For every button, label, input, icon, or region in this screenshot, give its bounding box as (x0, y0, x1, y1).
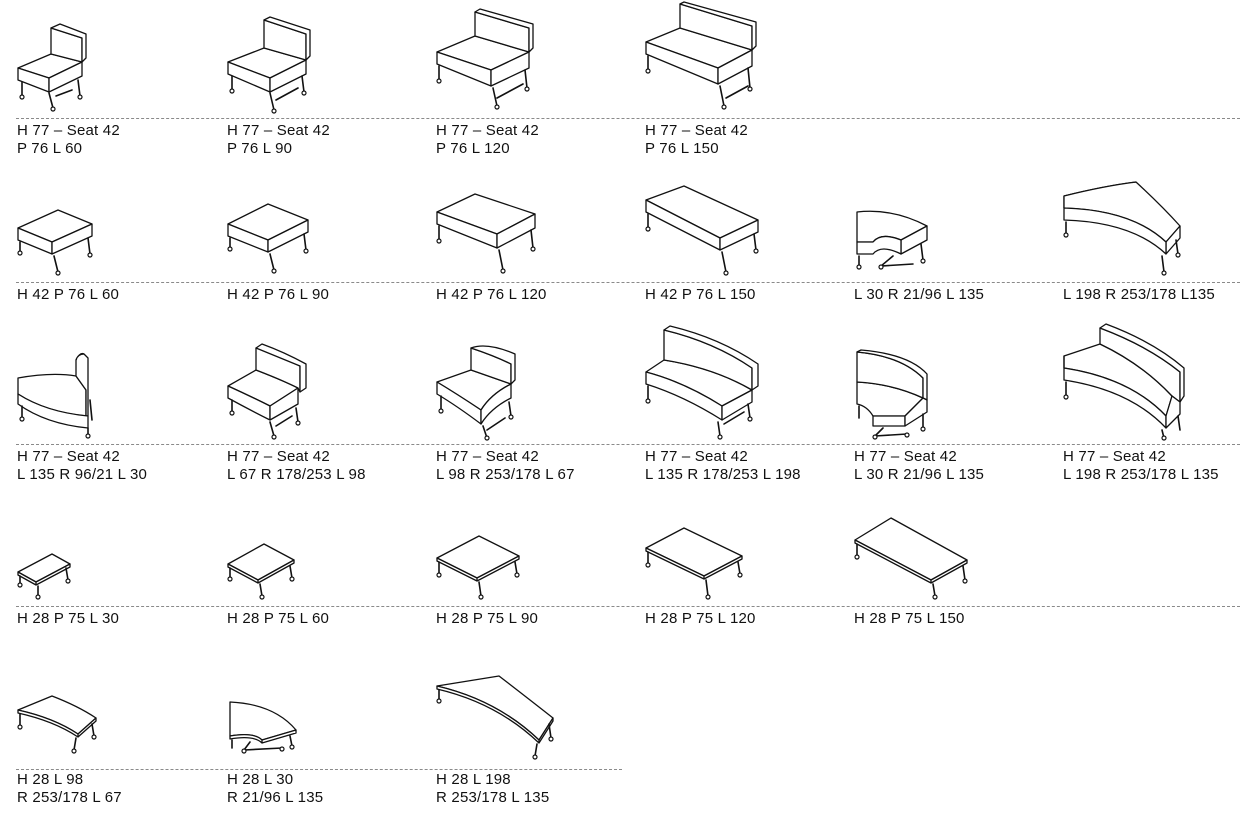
caption-line-2: P 76 L 90 (227, 140, 293, 157)
bench-drawing (17, 209, 93, 276)
caption-line-2: P 76 L 60 (17, 140, 83, 157)
caption-line-1: L 30 R 21/96 L 135 (854, 286, 985, 303)
chair-drawing (17, 23, 87, 112)
caption-line-1: H 28 P 75 L 150 (854, 610, 965, 627)
table-drawing (17, 695, 97, 754)
sofa-drawing (227, 16, 311, 114)
caption-line-1: L 198 R 253/178 L135 (1063, 286, 1215, 303)
caption-line-1: H 77 – Seat 42 (1063, 448, 1166, 465)
caption-line-2: L 135 R 96/21 L 30 (17, 466, 148, 483)
caption-line-1: H 28 P 75 L 120 (645, 610, 756, 627)
caption-line-2: R 253/178 L 67 (17, 789, 122, 806)
row-divider (16, 282, 1240, 283)
caption-line-1: H 77 – Seat 42 (436, 448, 539, 465)
bench-drawing (645, 185, 759, 276)
caption-line-2: L 198 R 253/178 L 135 (1063, 466, 1219, 483)
caption-line-2: P 76 L 120 (436, 140, 510, 157)
caption-line-2: L 135 R 178/253 L 198 (645, 466, 801, 483)
row-divider (16, 606, 1240, 607)
table-drawing (227, 543, 295, 600)
caption-line-1: H 28 P 75 L 30 (17, 610, 120, 627)
row-divider (16, 118, 1240, 119)
caption-line-2: R 253/178 L 135 (436, 789, 550, 806)
caption-line-1: H 77 – Seat 42 (645, 448, 748, 465)
bench-drawing (227, 203, 309, 274)
caption-line-2: L 30 R 21/96 L 135 (854, 466, 985, 483)
bench-drawing (436, 193, 536, 274)
row-divider (16, 444, 1240, 445)
seat-drawing (856, 349, 928, 440)
table-drawing (436, 535, 520, 600)
seat-drawing (436, 345, 516, 441)
row-divider (16, 769, 622, 770)
bench-drawing (1063, 181, 1181, 276)
caption-line-1: H 28 P 75 L 60 (227, 610, 330, 627)
table-drawing (436, 675, 554, 760)
seat-drawing (1063, 323, 1185, 441)
caption-line-2: L 67 R 178/253 L 98 (227, 466, 366, 483)
caption-line-1: H 77 – Seat 42 (436, 122, 539, 139)
sofa-drawing (436, 8, 534, 110)
caption-line-1: H 42 P 76 L 150 (645, 286, 756, 303)
table-drawing (17, 553, 71, 600)
caption-line-1: H 28 L 98 (17, 771, 84, 788)
caption-line-1: H 28 L 30 (227, 771, 294, 788)
caption-line-1: H 77 – Seat 42 (645, 122, 748, 139)
caption-line-1: H 42 P 76 L 60 (17, 286, 120, 303)
caption-line-1: H 77 – Seat 42 (17, 122, 120, 139)
caption-line-1: H 42 P 76 L 90 (227, 286, 330, 303)
caption-line-2: R 21/96 L 135 (227, 789, 324, 806)
seat-drawing (227, 343, 307, 440)
caption-line-1: H 77 – Seat 42 (17, 448, 120, 465)
seat-drawing (645, 325, 759, 440)
caption-line-1: H 28 L 198 (436, 771, 511, 788)
table-drawing (229, 701, 297, 754)
bench-drawing (856, 210, 928, 270)
seat-drawing (17, 352, 93, 439)
caption-line-1: H 77 – Seat 42 (854, 448, 957, 465)
table-drawing (645, 527, 743, 600)
caption-line-2: P 76 L 150 (645, 140, 719, 157)
caption-line-1: H 28 P 75 L 90 (436, 610, 539, 627)
caption-line-1: H 77 – Seat 42 (227, 122, 330, 139)
caption-line-2: L 98 R 253/178 L 67 (436, 466, 575, 483)
caption-line-1: H 42 P 76 L 120 (436, 286, 547, 303)
sofa-drawing (645, 1, 757, 110)
table-drawing (854, 517, 968, 600)
caption-line-1: H 77 – Seat 42 (227, 448, 330, 465)
